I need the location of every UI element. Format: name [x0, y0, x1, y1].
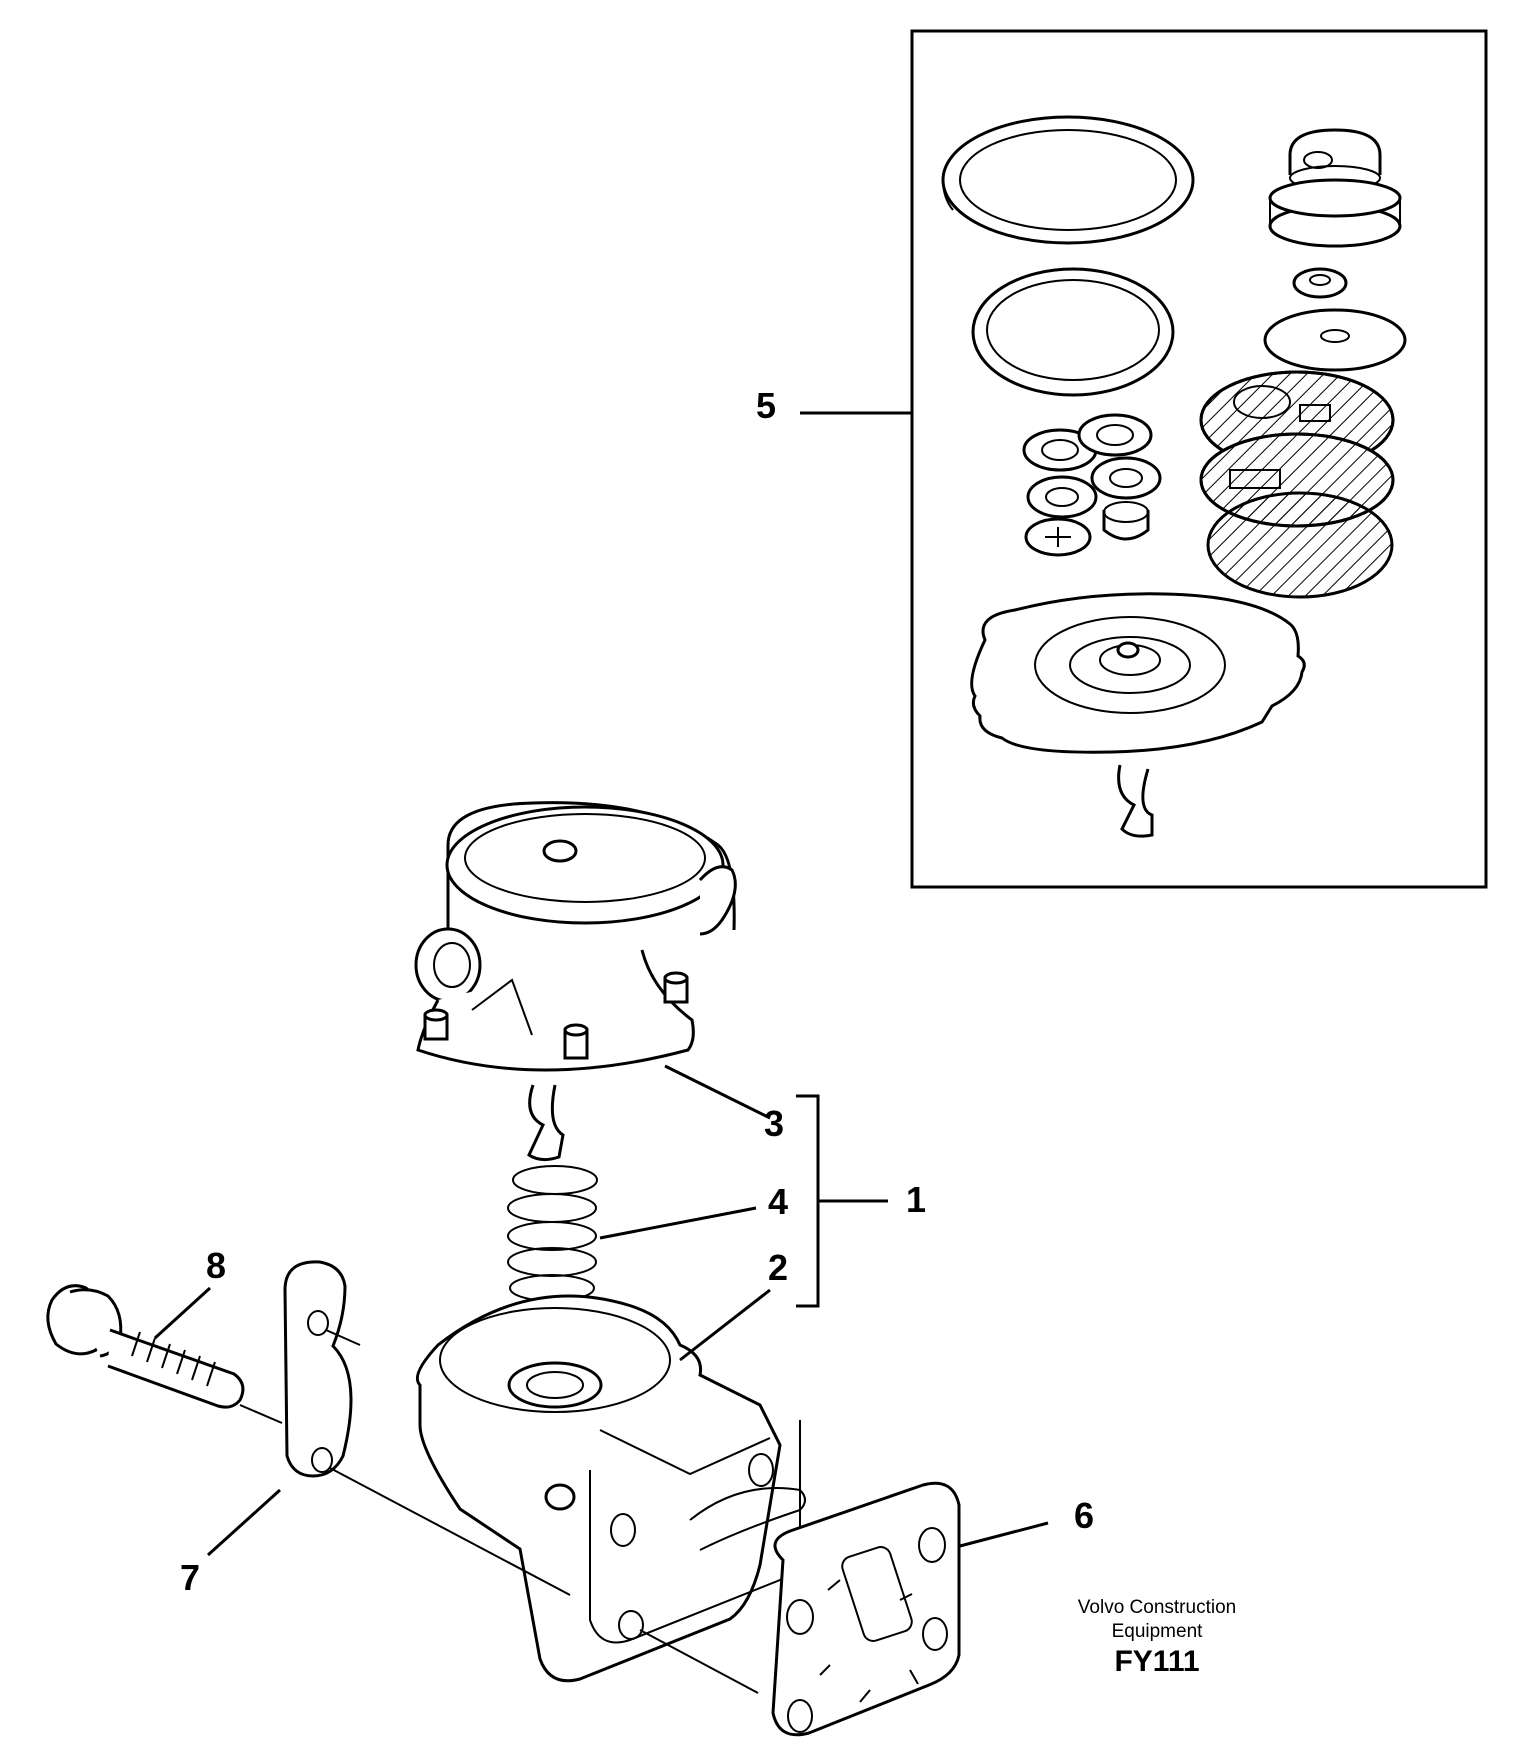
spacer-plate: [283, 1260, 353, 1478]
screw-heads: [423, 971, 689, 1060]
diaphragm: [970, 592, 1306, 838]
callout-2: 2: [768, 1247, 788, 1288]
manufacturer-name-line1: Volvo Construction: [1077, 1597, 1237, 1618]
manufacturer-name-line2: Equipment: [1111, 1621, 1203, 1642]
callout-5: 5: [756, 385, 776, 426]
lower-body: [415, 1294, 806, 1683]
upper-housing: [414, 801, 737, 1162]
manufacturer-credit: Volvo Construction Equipment FY111: [1037, 1596, 1277, 1680]
small-washer: [1292, 267, 1348, 299]
retainer-plate: [1263, 308, 1407, 372]
callout-8: 8: [206, 1245, 226, 1286]
callout-7: 7: [180, 1557, 200, 1598]
sealing-ring-large: [941, 115, 1195, 245]
callout-3: 3: [764, 1103, 784, 1144]
assembly-lines: [239, 1329, 759, 1694]
callout-4: 4: [768, 1181, 788, 1222]
leader-lines: [153, 411, 1049, 1557]
spring: [507, 1165, 598, 1302]
callout-1: 1: [906, 1179, 926, 1220]
repair-kit-inset: [910, 29, 1488, 889]
valve-disc-lower: [1206, 491, 1394, 599]
valve-set: [1022, 413, 1162, 557]
callout-6: 6: [1074, 1495, 1094, 1536]
valve-cap: [1268, 128, 1402, 248]
bolt: [46, 1284, 245, 1409]
figure-code: FY111: [1114, 1645, 1200, 1678]
flange-gasket: [771, 1481, 961, 1737]
sealing-ring-medium: [971, 267, 1175, 397]
